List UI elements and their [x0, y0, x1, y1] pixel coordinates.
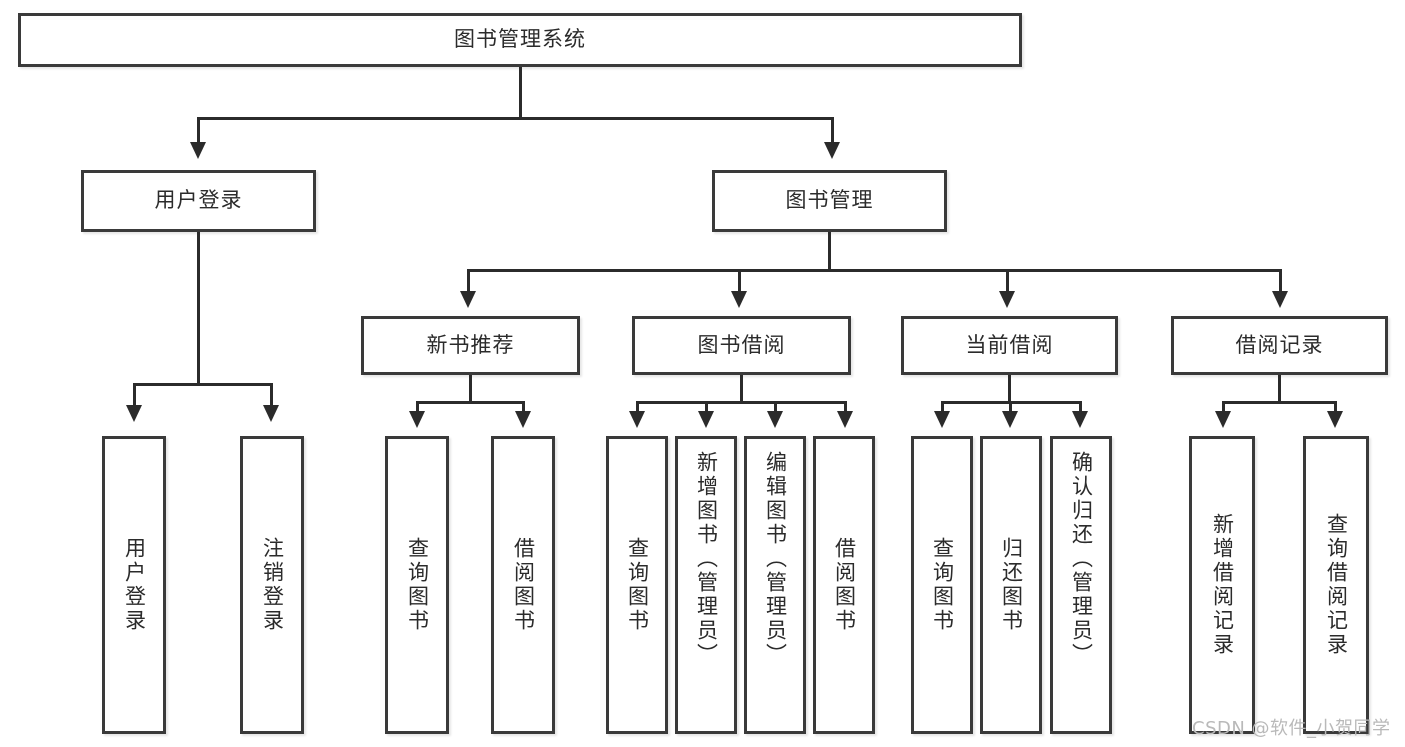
connector-user-login-stem [197, 232, 200, 385]
node-label: 新书推荐 [426, 332, 515, 357]
arrow-to-new-book-rec [460, 291, 476, 308]
arrow-to-borrow-record [1272, 291, 1288, 308]
connector-book-mgmt-drop-1 [467, 269, 470, 294]
arrow-to-leaf-confirm-return [1072, 411, 1088, 428]
leaf-query-borrow-record[interactable]: 查询借阅记录 [1303, 436, 1369, 734]
node-label: 图书管理 [785, 188, 874, 213]
node-label: 当前借阅 [965, 332, 1054, 357]
arrow-to-leaf-borrow-book-b [837, 411, 853, 428]
node-label: 用户登录 [154, 188, 243, 213]
leaf-query-book-a[interactable]: 查询图书 [385, 436, 449, 734]
connector-root-stem [519, 67, 522, 119]
connector-new-book-drop-2 [522, 401, 525, 413]
connector-book-borrow-drop-3 [774, 401, 777, 413]
connector-book-borrow-drop-1 [636, 401, 639, 413]
leaf-label: 查询图书 [405, 537, 430, 633]
connector-current-borrow-drop-2 [1009, 401, 1012, 413]
node-borrow-record[interactable]: 借阅记录 [1171, 316, 1388, 375]
arrow-to-leaf-query-book-a [409, 411, 425, 428]
connector-book-borrow-stem [740, 375, 743, 403]
leaf-label: 查询借阅记录 [1324, 513, 1349, 657]
connector-borrow-record-drop-1 [1222, 401, 1225, 413]
arrow-to-leaf-logout [263, 405, 279, 422]
leaf-label: 编辑图书（管理员） [763, 451, 788, 667]
arrow-to-leaf-add-record [1215, 411, 1231, 428]
connector-root-bus [197, 117, 834, 120]
connector-new-book-drop-1 [416, 401, 419, 413]
leaf-label: 用户登录 [122, 537, 147, 633]
arrow-to-leaf-edit-book [767, 411, 783, 428]
connector-book-mgmt-stem [828, 232, 831, 271]
connector-user-login-drop-1 [133, 383, 136, 408]
arrow-to-leaf-query-book-c [934, 411, 950, 428]
node-root-system[interactable]: 图书管理系统 [18, 13, 1022, 67]
leaf-label: 查询图书 [930, 537, 955, 633]
node-label: 图书管理系统 [454, 27, 586, 52]
connector-borrow-record-drop-2 [1334, 401, 1337, 413]
connector-new-book-bus [416, 401, 525, 404]
connector-root-drop-left [197, 117, 200, 146]
leaf-label: 新增图书（管理员） [694, 451, 719, 667]
csdn-watermark: CSDN @软件_小贺同学 [1192, 718, 1391, 739]
arrow-to-leaf-return-book [1002, 411, 1018, 428]
leaf-label: 查询图书 [625, 537, 650, 633]
connector-new-book-stem [469, 375, 472, 403]
arrow-to-book-mgmt [824, 142, 840, 159]
arrow-to-current-borrow [999, 291, 1015, 308]
leaf-label: 归还图书 [999, 537, 1024, 633]
connector-book-mgmt-drop-2 [738, 269, 741, 294]
arrow-to-user-login [190, 142, 206, 159]
node-current-borrow[interactable]: 当前借阅 [901, 316, 1118, 375]
leaf-confirm-return-admin[interactable]: 确认归还（管理员） [1050, 436, 1112, 734]
node-label: 图书借阅 [697, 332, 786, 357]
node-book-management[interactable]: 图书管理 [712, 170, 947, 232]
connector-book-borrow-drop-4 [844, 401, 847, 413]
connector-user-login-drop-2 [270, 383, 273, 408]
leaf-label: 确认归还（管理员） [1069, 451, 1094, 667]
leaf-label: 借阅图书 [511, 537, 536, 633]
connector-book-mgmt-drop-4 [1279, 269, 1282, 294]
leaf-label: 注销登录 [260, 537, 285, 633]
leaf-borrow-book-b[interactable]: 借阅图书 [813, 436, 875, 734]
connector-book-borrow-bus [636, 401, 847, 404]
leaf-label: 新增借阅记录 [1210, 513, 1235, 657]
leaf-edit-book-admin[interactable]: 编辑图书（管理员） [744, 436, 806, 734]
connector-book-mgmt-bus [467, 269, 1282, 272]
connector-current-borrow-drop-1 [941, 401, 944, 413]
connector-user-login-bus [133, 383, 273, 386]
arrow-to-book-borrow [731, 291, 747, 308]
leaf-borrow-book-a[interactable]: 借阅图书 [491, 436, 555, 734]
connector-borrow-record-bus [1222, 401, 1337, 404]
arrow-to-leaf-query-book-b [629, 411, 645, 428]
node-user-login[interactable]: 用户登录 [81, 170, 316, 232]
connector-current-borrow-drop-3 [1079, 401, 1082, 413]
connector-borrow-record-stem [1278, 375, 1281, 403]
arrow-to-leaf-add-book [698, 411, 714, 428]
connector-root-drop-right [831, 117, 834, 146]
leaf-add-book-admin[interactable]: 新增图书（管理员） [675, 436, 737, 734]
arrow-to-leaf-user-login [126, 405, 142, 422]
arrow-to-leaf-borrow-book-a [515, 411, 531, 428]
leaf-query-book-c[interactable]: 查询图书 [911, 436, 973, 734]
node-new-book-recommend[interactable]: 新书推荐 [361, 316, 580, 375]
node-book-borrow[interactable]: 图书借阅 [632, 316, 851, 375]
leaf-add-borrow-record[interactable]: 新增借阅记录 [1189, 436, 1255, 734]
node-label: 借阅记录 [1235, 332, 1324, 357]
arrow-to-leaf-query-record [1327, 411, 1343, 428]
connector-book-borrow-drop-2 [705, 401, 708, 413]
connector-current-borrow-stem [1008, 375, 1011, 403]
leaf-logout[interactable]: 注销登录 [240, 436, 304, 734]
connector-book-mgmt-drop-3 [1006, 269, 1009, 294]
leaf-user-login[interactable]: 用户登录 [102, 436, 166, 734]
leaf-return-book[interactable]: 归还图书 [980, 436, 1042, 734]
leaf-label: 借阅图书 [832, 537, 857, 633]
leaf-query-book-b[interactable]: 查询图书 [606, 436, 668, 734]
